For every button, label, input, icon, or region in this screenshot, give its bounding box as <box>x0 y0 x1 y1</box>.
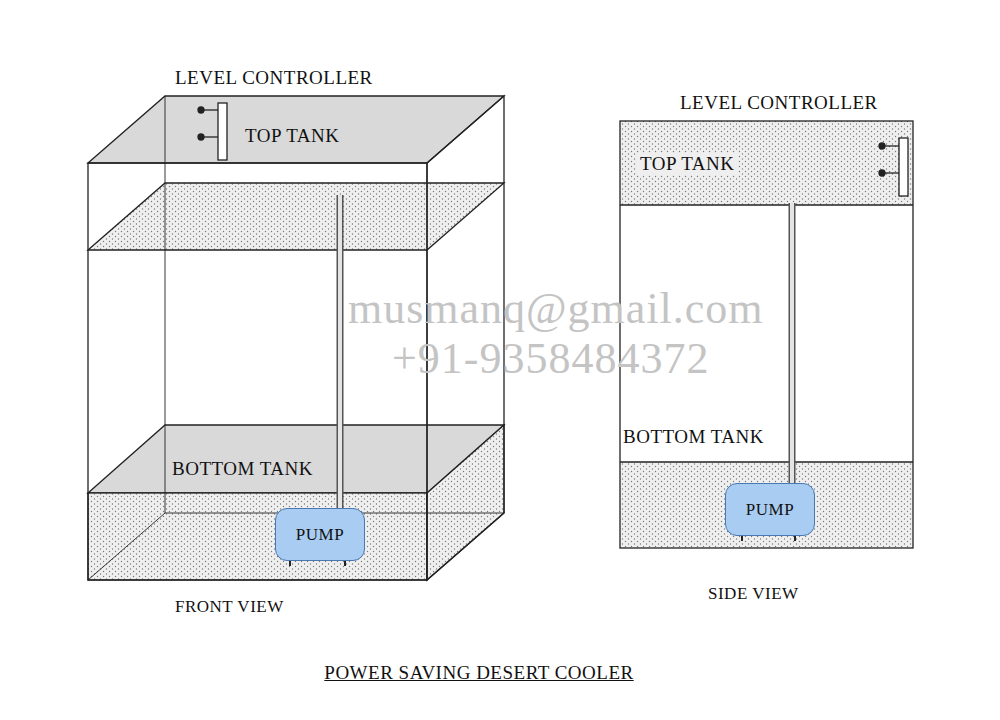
bottom-tank-water <box>620 462 913 548</box>
level-controller-bar <box>218 103 227 160</box>
back-edge <box>165 96 166 513</box>
pump-label: PUMP <box>746 499 794 521</box>
top-lid <box>88 96 504 163</box>
sensor-wire <box>203 109 218 110</box>
sensor-terminal <box>879 170 885 176</box>
bottom-tank-front-water <box>88 493 427 580</box>
pipe-wall <box>337 195 344 508</box>
node-label: FRONT VIEW <box>175 596 284 618</box>
sensor-wire <box>203 136 218 137</box>
label-holder: LEVEL CONTROLLER <box>175 67 373 89</box>
pump-foot <box>794 536 796 541</box>
sensor-terminal <box>879 143 885 149</box>
part-label: LEVEL CONTROLLER <box>680 92 878 114</box>
back-edge <box>88 513 165 580</box>
node-label: BOTTOM TANK <box>623 426 764 448</box>
node-label: TOP TANK <box>245 125 340 147</box>
top-tank-region: TOP TANK <box>622 123 910 203</box>
level-controller-bar <box>899 138 908 196</box>
pump-box: PUMP <box>725 483 815 536</box>
node-label: BOTTOM TANK <box>172 458 313 480</box>
water-pipe <box>340 195 341 508</box>
watermark: musmanq@gmail.com <box>348 283 764 334</box>
water-pipe <box>792 203 793 483</box>
pipe-wall <box>789 203 796 483</box>
front-face <box>88 163 427 580</box>
pipe-bore <box>338 195 342 508</box>
node-label: TOP TANK <box>637 153 738 175</box>
top-tank-region: TOP TANK <box>225 120 400 195</box>
top-tank-water <box>620 121 913 205</box>
bottom-tank-side-water <box>427 425 504 580</box>
water-surface-line <box>620 461 913 462</box>
label-holder: musmanq@gmail.com <box>348 283 764 334</box>
diagram-title: POWER SAVING DESERT COOLER <box>324 662 633 684</box>
title-holder: POWER SAVING DESERT COOLER <box>0 662 1000 684</box>
sensor-wire <box>884 172 899 173</box>
bottom-tank-region: BOTTOM TANK PUMP <box>168 450 430 575</box>
sensor-wire <box>884 145 899 146</box>
sensor-terminal <box>198 134 204 140</box>
bottom-tank-region: BOTTOM TANK PUMP <box>622 420 913 546</box>
watermark: +91-9358484372 <box>392 333 709 384</box>
node-label: SIDE VIEW <box>708 583 799 605</box>
pump-label: PUMP <box>296 524 344 546</box>
pump-foot <box>289 561 291 566</box>
pipe-bore <box>790 203 794 483</box>
sensor-terminal <box>198 107 204 113</box>
label-holder: +91-9358484372 <box>392 333 709 384</box>
tank-bottom-line <box>620 204 913 205</box>
part-label: LEVEL CONTROLLER <box>175 67 373 89</box>
pump-box: PUMP <box>275 508 365 561</box>
label-holder: LEVEL CONTROLLER <box>680 92 878 114</box>
top-tank-water <box>88 183 504 250</box>
pump-foot <box>741 536 743 541</box>
pump-foot <box>344 561 346 566</box>
